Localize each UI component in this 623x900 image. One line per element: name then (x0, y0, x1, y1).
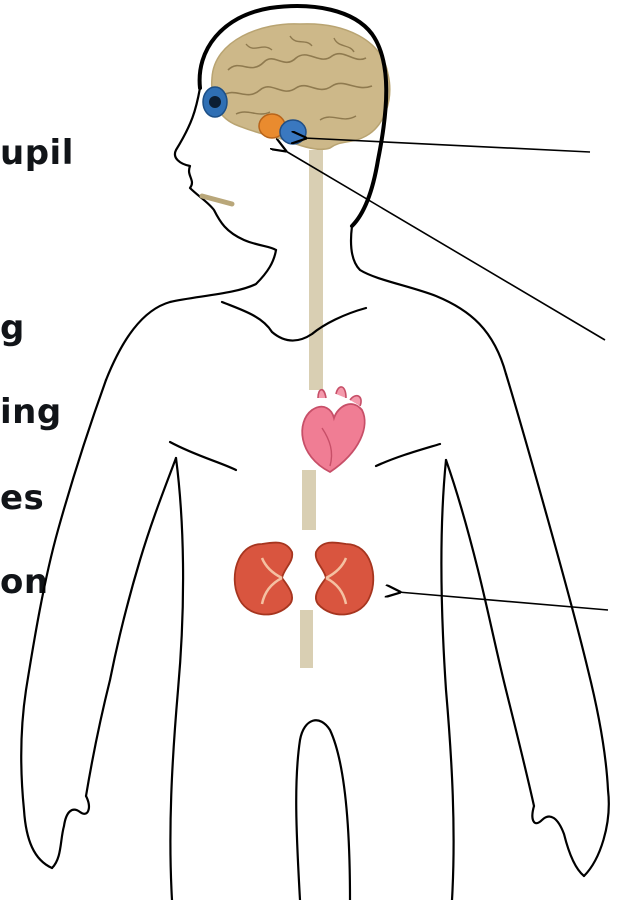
pointer-to-hypothalamus (284, 150, 605, 340)
kidney-icon-right (316, 542, 374, 614)
pointer-to-pituitary (304, 138, 590, 152)
heart-icon (302, 387, 364, 472)
pointer-to-kidney (398, 592, 608, 610)
eye-icon (203, 87, 227, 117)
pituitary-icon (280, 120, 306, 144)
kidney-icon-left (235, 542, 293, 614)
pointer-lines (284, 138, 608, 610)
